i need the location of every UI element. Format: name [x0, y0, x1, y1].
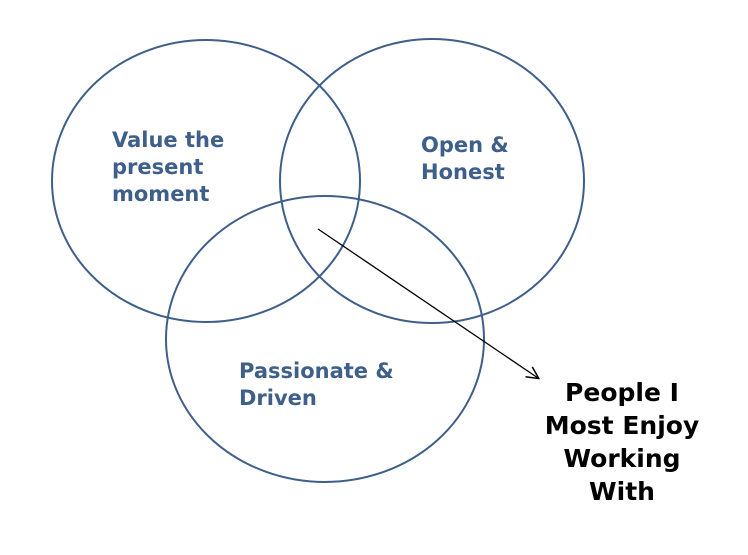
circle-label-line: Driven: [239, 386, 317, 410]
intersection-label-line: Working: [563, 444, 681, 473]
center-arrow: [317, 228, 538, 378]
circle-label-line: present: [112, 155, 204, 179]
circle-label-line: Honest: [421, 160, 505, 184]
circle-value: [51, 39, 361, 323]
circle-open: [279, 38, 585, 324]
circle-label-open: Open & Honest: [421, 132, 509, 186]
circle-label-value: Value the present moment: [112, 127, 224, 208]
circle-passion: [165, 195, 485, 483]
circle-label-line: moment: [112, 182, 210, 206]
circle-label-line: Value the: [112, 128, 225, 152]
circle-label-passion: Passionate & Driven: [239, 358, 394, 412]
intersection-label-line: People I: [565, 378, 679, 407]
circle-label-line: Open &: [421, 133, 509, 157]
intersection-label-line: Most Enjoy: [544, 411, 700, 440]
circle-label-line: Passionate &: [239, 359, 394, 383]
intersection-label: People I Most Enjoy Working With: [532, 376, 712, 508]
intersection-label-line: With: [589, 477, 655, 506]
